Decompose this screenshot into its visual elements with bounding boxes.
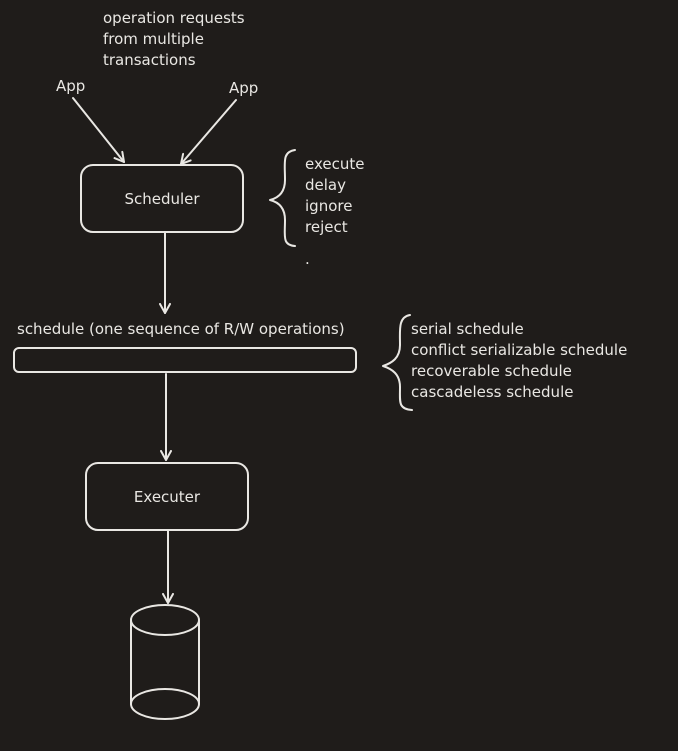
executer-box-outline: [85, 462, 249, 531]
schedule-type-serial: serial schedule: [411, 320, 524, 338]
scheduler-action-reject: reject: [305, 218, 348, 236]
scheduler-label: Scheduler: [124, 190, 200, 208]
database-bottom: [130, 688, 200, 720]
app-right-label: App: [229, 79, 258, 97]
executer-box: Executer: [85, 462, 249, 531]
schedule-types-brace: [382, 314, 413, 411]
arrow-app-left-to-scheduler: [72, 97, 125, 163]
schedule-label: schedule (one sequence of R/W operations…: [17, 320, 345, 338]
schedule-type-conflict-serializable: conflict serializable schedule: [411, 341, 627, 359]
header-note-line-1: operation requests: [103, 9, 245, 27]
app-left-label: App: [56, 77, 85, 95]
scheduler-action-ignore: ignore: [305, 197, 352, 215]
database-top: [130, 604, 200, 636]
scheduler-box-outline: [80, 164, 244, 233]
header-note-line-3: transactions: [103, 51, 196, 69]
executer-label: Executer: [134, 488, 201, 506]
scheduler-action-delay: delay: [305, 176, 346, 194]
schedule-type-recoverable: recoverable schedule: [411, 362, 572, 380]
header-note-line-2: from multiple: [103, 30, 204, 48]
schedule-type-cascadeless: cascadeless schedule: [411, 383, 573, 401]
schedule-types-list: serial schedule conflict serializable sc…: [411, 320, 627, 401]
scheduler-action-ellipsis: .: [305, 250, 310, 268]
scheduler-actions-brace: [269, 149, 296, 247]
arrow-app-right-to-scheduler: [180, 99, 237, 165]
scheduler-box: Scheduler: [80, 164, 244, 233]
database-icon: [130, 604, 200, 720]
scheduler-actions-list: execute delay ignore reject .: [305, 155, 364, 268]
scheduler-action-execute: execute: [305, 155, 364, 173]
header-note: operation requests from multiple transac…: [103, 9, 245, 69]
schedule-bar: [13, 347, 357, 373]
